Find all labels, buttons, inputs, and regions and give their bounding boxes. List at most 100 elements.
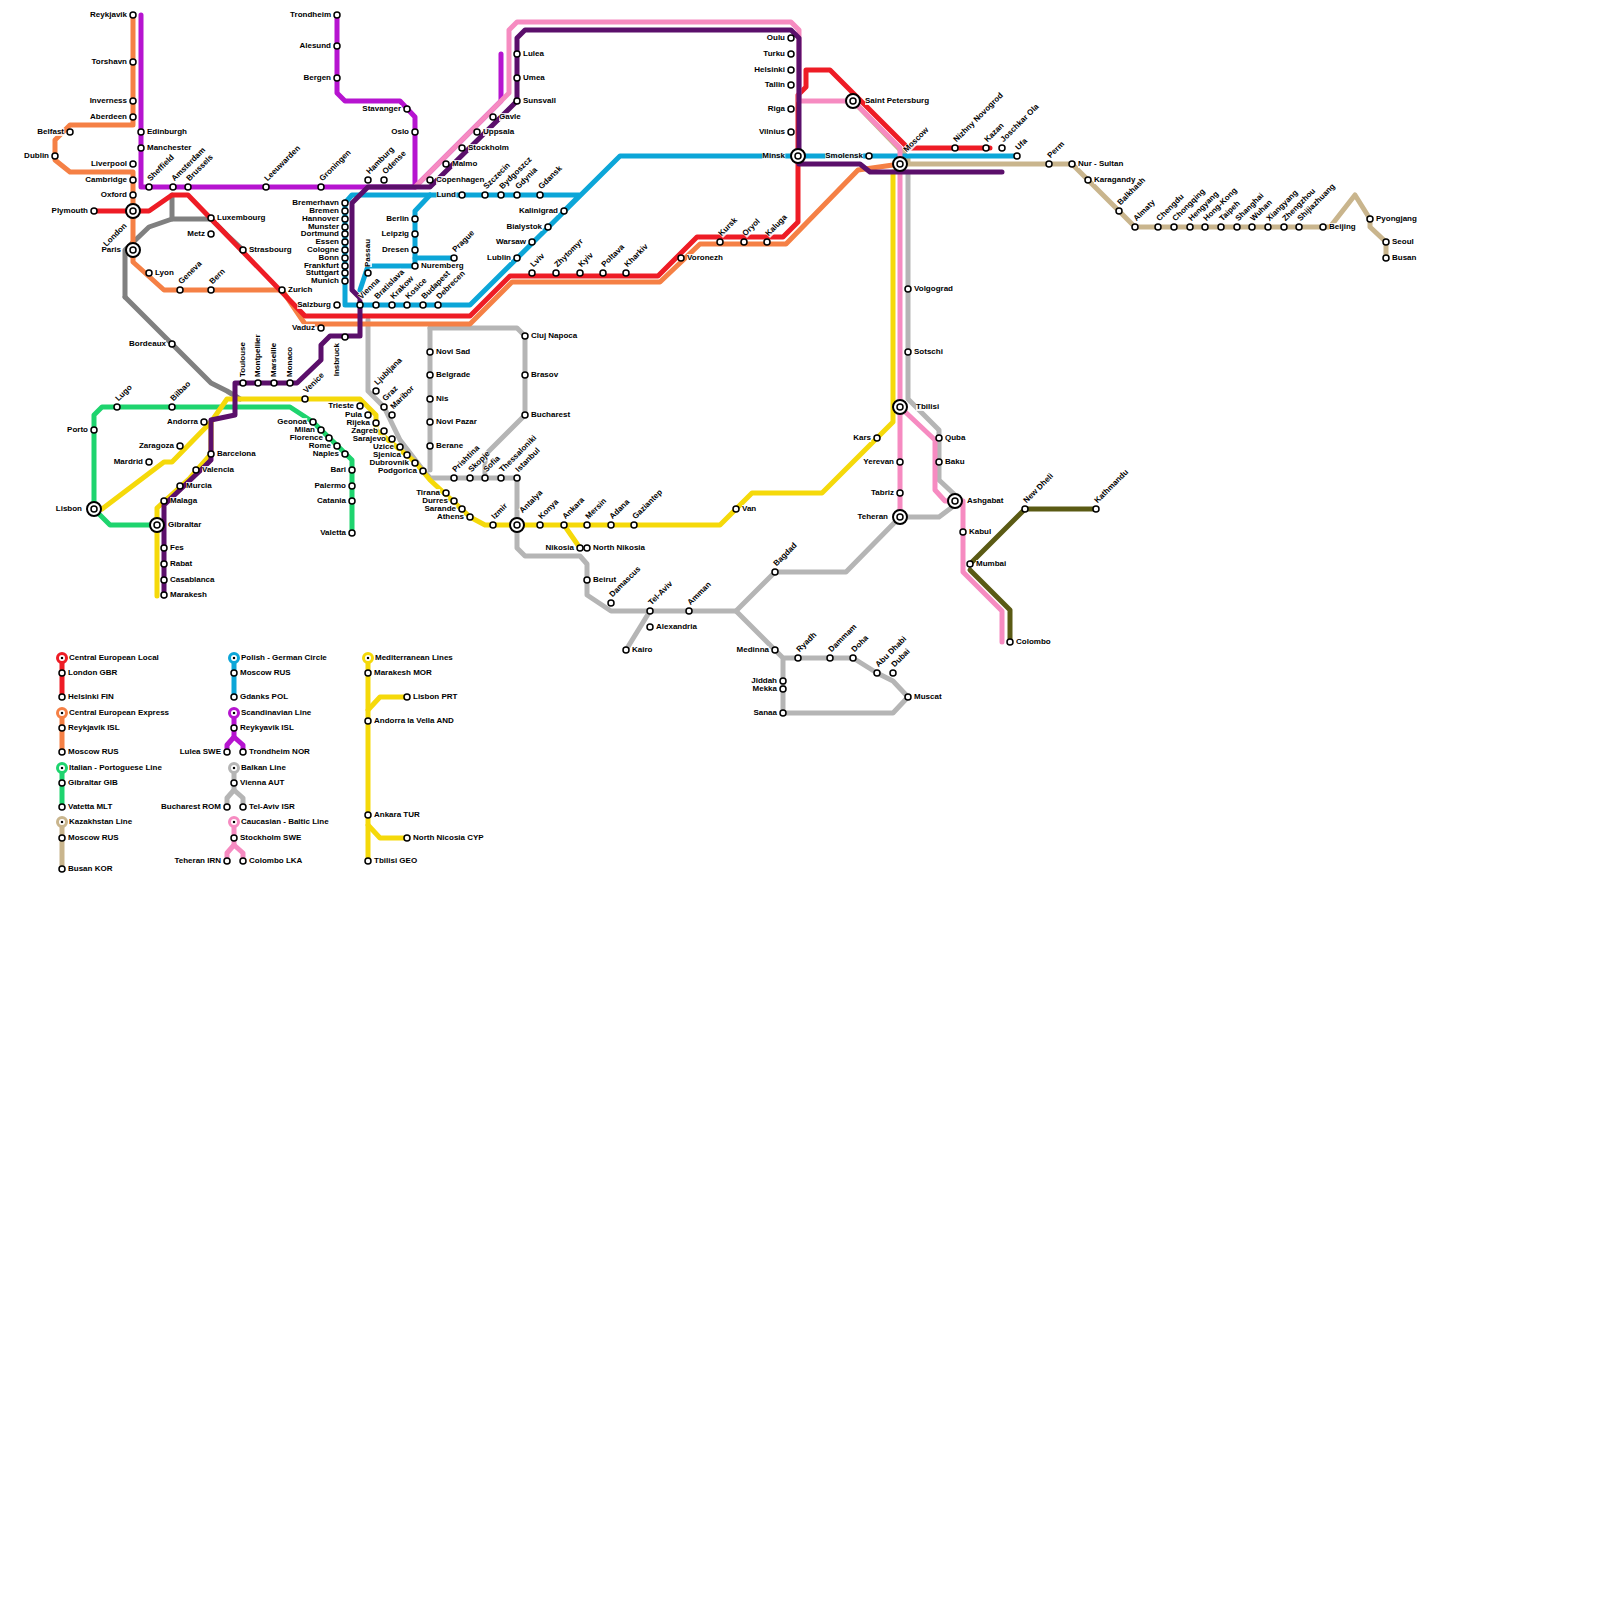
station-label: Hannover bbox=[302, 215, 339, 223]
station-dot bbox=[334, 75, 340, 81]
station-dot bbox=[874, 670, 880, 676]
station-dot bbox=[490, 522, 496, 528]
station-dot bbox=[59, 804, 65, 810]
station-dot bbox=[678, 255, 684, 261]
station-label: Gibraltar GIB bbox=[68, 779, 118, 787]
hub-core bbox=[91, 506, 97, 512]
station-dot bbox=[772, 647, 778, 653]
station-dot bbox=[780, 710, 786, 716]
station-label: Cluj Napoca bbox=[531, 332, 577, 340]
station-dot bbox=[1202, 224, 1208, 230]
station-dot bbox=[498, 475, 504, 481]
station-dot bbox=[52, 153, 58, 159]
station-label: North Nicosia CYP bbox=[413, 834, 484, 842]
station-dot bbox=[404, 452, 410, 458]
station-label: Poltava bbox=[600, 243, 626, 269]
station-dot bbox=[59, 866, 65, 872]
station-label: Stuttgart bbox=[306, 269, 339, 277]
station-dot bbox=[177, 483, 183, 489]
station-dot bbox=[443, 490, 449, 496]
station-dot bbox=[459, 145, 465, 151]
station-dot bbox=[287, 380, 293, 386]
station-label: Saint Petersburg bbox=[865, 97, 929, 105]
station-label: Lugo bbox=[114, 384, 133, 403]
station-label: Milan bbox=[295, 426, 315, 434]
station-label: Seoul bbox=[1392, 238, 1414, 246]
station-dot bbox=[146, 270, 152, 276]
hub-core bbox=[897, 514, 903, 520]
blue-line bbox=[415, 195, 430, 266]
station-dot bbox=[514, 98, 520, 104]
station-label: Bremen bbox=[309, 207, 339, 215]
station-label: Edinburgh bbox=[147, 128, 187, 136]
station-dot bbox=[349, 530, 355, 536]
station-dot bbox=[905, 349, 911, 355]
station-label: Marseille bbox=[270, 343, 278, 377]
station-dot bbox=[999, 145, 1005, 151]
station-label: Kalinigrad bbox=[519, 207, 558, 215]
station-dot bbox=[1265, 224, 1271, 230]
station-label: Florence bbox=[290, 434, 323, 442]
station-label: Adana bbox=[608, 498, 631, 521]
station-label: Malaga bbox=[170, 497, 197, 505]
yellow-line bbox=[102, 172, 893, 525]
station-label: Almaty bbox=[1132, 198, 1157, 223]
station-dot bbox=[600, 270, 606, 276]
kazakhstan-line bbox=[853, 101, 1386, 258]
legend-text: Balkan Line bbox=[241, 764, 286, 772]
station-label: Tbilisi GEO bbox=[374, 857, 417, 865]
station-dot bbox=[529, 270, 535, 276]
station-label: Reykjavik ISL bbox=[68, 724, 120, 732]
station-dot bbox=[514, 51, 520, 57]
station-label: Nizhny Novogrod bbox=[952, 92, 1004, 144]
station-dot bbox=[342, 239, 348, 245]
station-dot bbox=[271, 380, 277, 386]
station-label: Podgorica bbox=[378, 467, 417, 475]
station-dot bbox=[623, 647, 629, 653]
station-dot bbox=[1367, 216, 1373, 222]
station-label: Lisbon bbox=[56, 505, 82, 513]
station-dot bbox=[404, 106, 410, 112]
station-label: Belgrade bbox=[436, 371, 470, 379]
station-dot bbox=[608, 600, 614, 606]
station-dot bbox=[686, 608, 692, 614]
station-dot bbox=[255, 380, 261, 386]
balkan-line bbox=[736, 611, 908, 713]
hub-ring bbox=[87, 502, 101, 516]
station-label: Moscow RUS bbox=[68, 834, 119, 842]
station-label: Kathmandu bbox=[1093, 468, 1130, 505]
balkan-line bbox=[428, 328, 433, 470]
station-dot bbox=[960, 529, 966, 535]
station-dot bbox=[788, 129, 794, 135]
legend-swatch bbox=[56, 762, 68, 774]
station-dot bbox=[647, 624, 653, 630]
station-label: North Nikosia bbox=[593, 544, 645, 552]
station-dot bbox=[318, 184, 324, 190]
station-dot bbox=[1383, 239, 1389, 245]
station-dot bbox=[474, 129, 480, 135]
station-dot bbox=[1249, 224, 1255, 230]
station-dot bbox=[412, 460, 418, 466]
station-dot bbox=[224, 804, 230, 810]
station-dot bbox=[1234, 224, 1240, 230]
station-label: Marakesh bbox=[170, 591, 207, 599]
station-dot bbox=[91, 208, 97, 214]
red-line bbox=[94, 70, 990, 316]
station-label: Rijeka bbox=[346, 419, 370, 427]
station-label: Cologne bbox=[307, 246, 339, 254]
station-dot bbox=[482, 192, 488, 198]
olive-line bbox=[970, 509, 1096, 564]
station-label: Tel-Aviv ISR bbox=[249, 803, 295, 811]
station-label: Volgograd bbox=[914, 285, 953, 293]
station-dot bbox=[357, 302, 363, 308]
station-dot bbox=[373, 302, 379, 308]
station-label: Busan bbox=[1392, 254, 1416, 262]
station-label: Doha bbox=[850, 634, 870, 654]
station-dot bbox=[146, 184, 152, 190]
station-dot bbox=[365, 718, 371, 724]
station-dot bbox=[67, 129, 73, 135]
station-label: Reykyavik ISL bbox=[240, 724, 294, 732]
station-label: Lulea bbox=[523, 50, 544, 58]
station-dot bbox=[404, 302, 410, 308]
